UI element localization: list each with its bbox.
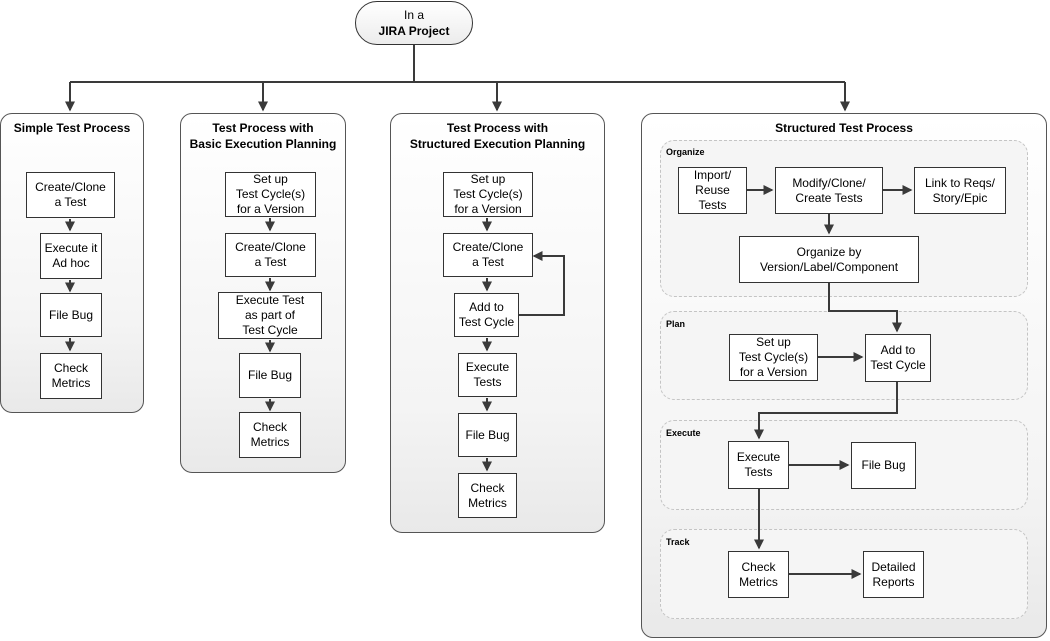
- simple-step-file-bug: File Bug: [40, 293, 102, 337]
- st-modify-clone-create: Modify/Clone/ Create Tests: [775, 167, 883, 214]
- st-setup-test-cycle: Set up Test Cycle(s) for a Version: [729, 334, 818, 381]
- sp-step-setup-test-cycle: Set up Test Cycle(s) for a Version: [443, 172, 533, 217]
- st-file-bug: File Bug: [851, 442, 916, 489]
- basic-step-create-clone: Create/Clone a Test: [225, 233, 316, 277]
- st-execute-tests: Execute Tests: [728, 441, 789, 489]
- structured-planning-panel-title: Test Process with Structured Execution P…: [409, 121, 586, 151]
- sp-step-file-bug: File Bug: [458, 413, 517, 457]
- sp-step-execute-tests: Execute Tests: [458, 353, 517, 397]
- sp-step-check-metrics: Check Metrics: [458, 473, 517, 518]
- simple-step-check-metrics: Check Metrics: [40, 353, 102, 399]
- simple-step-create-clone: Create/Clone a Test: [26, 172, 115, 218]
- st-link-reqs: Link to Reqs/ Story/Epic: [914, 167, 1006, 214]
- root-line2: JIRA Project: [378, 24, 450, 38]
- st-import-reuse-tests: Import/ Reuse Tests: [678, 167, 747, 214]
- st-add-to-test-cycle: Add to Test Cycle: [865, 334, 931, 382]
- st-organize-by: Organize by Version/Label/Component: [739, 236, 919, 283]
- st-check-metrics: Check Metrics: [728, 551, 789, 598]
- root-jira-project: In a JIRA Project: [355, 1, 473, 45]
- simple-panel-title: Simple Test Process: [13, 121, 131, 135]
- root-line1: In a: [403, 8, 424, 22]
- zone-execute-label: Execute: [666, 428, 701, 438]
- basic-step-check-metrics: Check Metrics: [239, 412, 301, 458]
- zone-organize-label: Organize: [666, 147, 705, 157]
- zone-plan-label: Plan: [666, 319, 686, 329]
- zone-track-label: Track: [666, 537, 690, 547]
- sp-step-add-to-test-cycle: Add to Test Cycle: [454, 293, 519, 337]
- zone-track: [660, 529, 1028, 619]
- structured-panel-title: Structured Test Process: [775, 121, 913, 135]
- basic-panel-title: Test Process with Basic Execution Planni…: [189, 121, 337, 151]
- simple-step-execute-adhoc: Execute it Ad hoc: [40, 233, 102, 279]
- basic-step-setup-test-cycle: Set up Test Cycle(s) for a Version: [225, 172, 316, 217]
- st-detailed-reports: Detailed Reports: [863, 551, 924, 598]
- sp-step-create-clone: Create/Clone a Test: [443, 233, 533, 277]
- basic-step-file-bug: File Bug: [239, 353, 301, 398]
- basic-step-execute-test: Execute Test as part of Test Cycle: [218, 292, 322, 339]
